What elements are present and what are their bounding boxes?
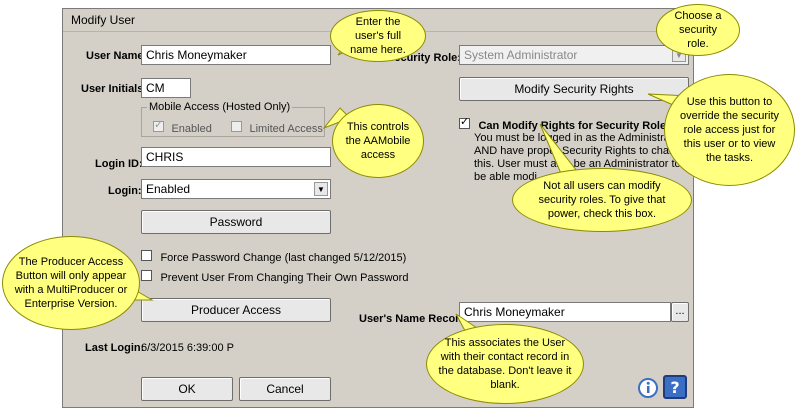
chevron-down-icon[interactable]: ▼: [314, 182, 328, 196]
force-password-change-label: Force Password Change (last changed 5/12…: [160, 252, 407, 264]
admin-info-line: this. User must also be an Administrator…: [474, 158, 681, 170]
force-password-change-box[interactable]: [141, 250, 152, 261]
password-button[interactable]: Password: [141, 210, 331, 234]
name-record-label: User's Name Record:: [359, 313, 470, 325]
enabled-label: Enabled: [171, 123, 212, 135]
callout-producer-access: The Producer Access Button will only app…: [2, 236, 140, 330]
security-role-value: System Administrator: [464, 48, 578, 62]
callout-security-role: Choose a security role.: [656, 4, 740, 56]
prevent-password-change-box[interactable]: [141, 270, 152, 281]
can-modify-rights-checkbox[interactable]: Can Modify Rights for Security Roles: [459, 115, 673, 134]
name-record-field[interactable]: Chris Moneymaker: [459, 302, 671, 322]
last-login-label: Last Login:: [85, 342, 145, 354]
callout-name-record: This associates the User with their cont…: [426, 324, 584, 404]
ok-button[interactable]: OK: [141, 377, 233, 401]
producer-access-button[interactable]: Producer Access: [141, 298, 331, 322]
limited-access-label: Limited Access: [249, 123, 323, 135]
limited-access-checkbox-box[interactable]: [231, 121, 242, 132]
help-icon[interactable]: ?: [663, 375, 687, 399]
login-label: Login:: [108, 185, 142, 197]
enabled-checkbox-box[interactable]: [153, 118, 164, 132]
login-dropdown[interactable]: Enabled ▼: [141, 179, 331, 199]
can-modify-rights-box[interactable]: [459, 115, 470, 129]
admin-info-line: AND have proper Security Rights to chang: [474, 145, 682, 157]
login-id-label: Login ID:: [95, 158, 143, 170]
admin-info-text: You must be logged in as the Administrat…: [474, 132, 681, 184]
force-password-change-checkbox[interactable]: Force Password Change (last changed 5/12…: [141, 248, 406, 266]
admin-info-line: You must be logged in as the Administrat: [474, 132, 673, 144]
user-initials-field[interactable]: CM: [141, 78, 191, 98]
callout-can-modify: Not all users can modify security roles.…: [512, 168, 692, 232]
callout-modify-rights: Use this button to override the security…: [664, 74, 795, 186]
info-icon[interactable]: [637, 377, 659, 399]
cancel-button[interactable]: Cancel: [239, 377, 331, 401]
window-title: Modify User: [71, 13, 136, 27]
user-initials-label: User Initials:: [81, 83, 148, 95]
prevent-password-change-checkbox[interactable]: Prevent User From Changing Their Own Pas…: [141, 268, 408, 286]
user-name-field[interactable]: Chris Moneymaker: [141, 45, 331, 65]
can-modify-rights-label: Can Modify Rights for Security Roles: [478, 120, 673, 132]
browse-button[interactable]: ...: [671, 302, 689, 322]
user-name-label: User Name:: [86, 50, 148, 62]
enabled-checkbox[interactable]: Enabled: [153, 118, 212, 137]
login-dropdown-value: Enabled: [146, 182, 191, 196]
svg-text:?: ?: [670, 378, 679, 397]
prevent-password-change-label: Prevent User From Changing Their Own Pas…: [160, 272, 409, 284]
mobile-access-group-label: Mobile Access (Hosted Only): [147, 101, 293, 113]
limited-access-checkbox[interactable]: Limited Access: [231, 119, 323, 137]
security-role-dropdown[interactable]: System Administrator ▼: [459, 45, 689, 65]
last-login-value: 6/3/2015 6:39:00 P: [141, 342, 234, 354]
admin-info-line: be able modi: [474, 171, 537, 183]
login-id-field[interactable]: CHRIS: [141, 147, 331, 167]
callout-mobile-access: This controls the AAMobile access: [332, 104, 424, 178]
callout-user-name: Enter the user's full name here.: [330, 10, 426, 62]
